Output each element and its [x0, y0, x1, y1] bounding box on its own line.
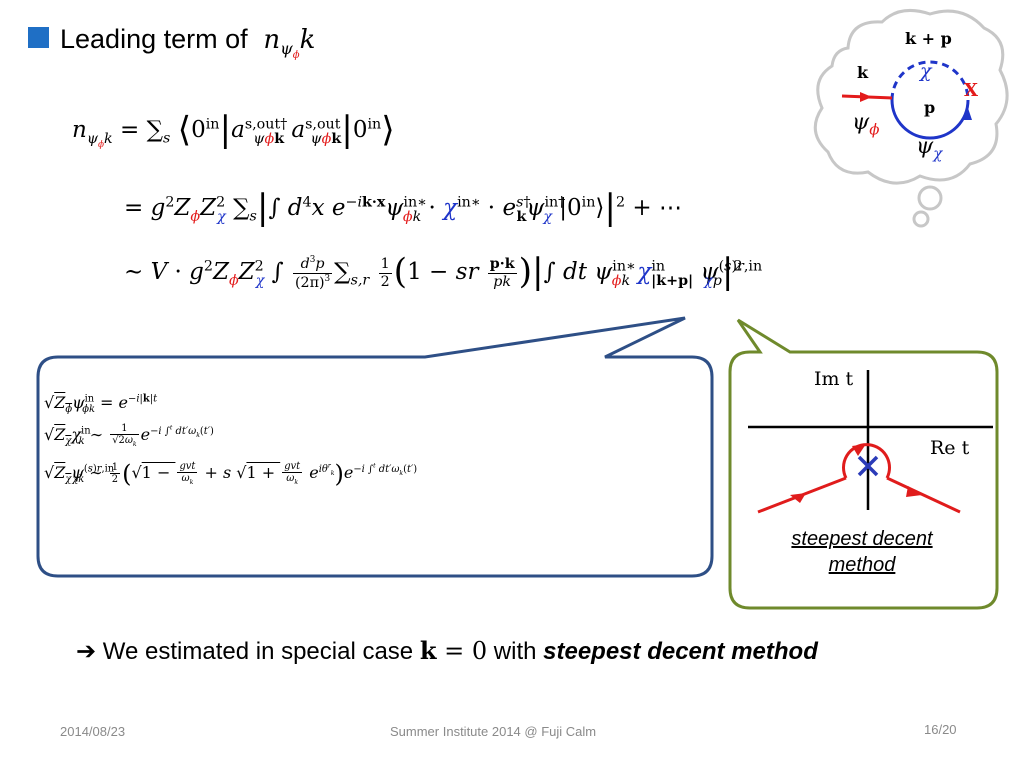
conclusion-line: ➔ We estimated in special case k = 0 wit… — [76, 636, 818, 666]
bubble-eq-1: √Zϕψinϕk = e−i|k|t — [44, 393, 158, 416]
contour-arrow-1 — [790, 493, 806, 503]
title-bullet-square — [28, 27, 49, 48]
label-k-plus-p: k + p — [905, 29, 952, 48]
label-x-mark: X — [964, 80, 978, 101]
singularity-marker-icon — [857, 455, 879, 477]
conclusion-with: with — [493, 638, 537, 665]
contour-right — [886, 476, 961, 514]
label-psi-phi: ψϕ — [852, 110, 880, 139]
equation-line-1: nψϕk = ∑s ⟨0in|as,out†ψϕk as,outψϕk|0in⟩ — [72, 110, 395, 150]
title-math: nψϕk — [255, 25, 316, 62]
label-psi-chi: ψχ — [916, 134, 943, 163]
title-text: Leading term of — [60, 24, 248, 54]
real-axis-label: Re t — [930, 437, 970, 459]
cloud-bubble-2 — [912, 210, 930, 228]
footer-event: Summer Institute 2014 @ Fuji Calm — [390, 724, 597, 739]
incoming-arrow — [860, 92, 872, 102]
page-number: 16/20 — [924, 722, 957, 737]
conclusion-method: steepest decent method — [543, 638, 818, 665]
method-label: steepest decent method — [791, 528, 933, 576]
equation-line-2: = g2ZϕZ2χ ∑s|∫ d4x e−ik·xψin∗ϕk · χin∗ ·… — [124, 188, 682, 228]
loop-arrow — [962, 108, 972, 120]
conclusion-math: k = 0 — [419, 636, 488, 665]
imag-axis-label: Im t — [814, 368, 854, 390]
cloud-bubble-1 — [917, 185, 943, 211]
contour-circle — [842, 443, 891, 479]
label-p: p — [924, 98, 936, 117]
slide-title: Leading term of nψϕk — [60, 24, 315, 61]
contour-arrow-3 — [906, 486, 922, 497]
contour-arrow-2 — [852, 444, 866, 456]
footer-date: 2014/08/23 — [60, 724, 126, 739]
conclusion-text: We estimated in special case — [102, 638, 414, 665]
label-chi: χ — [920, 60, 932, 82]
label-k: k — [857, 63, 869, 82]
conclusion-arrow-icon: ➔ — [76, 638, 97, 665]
